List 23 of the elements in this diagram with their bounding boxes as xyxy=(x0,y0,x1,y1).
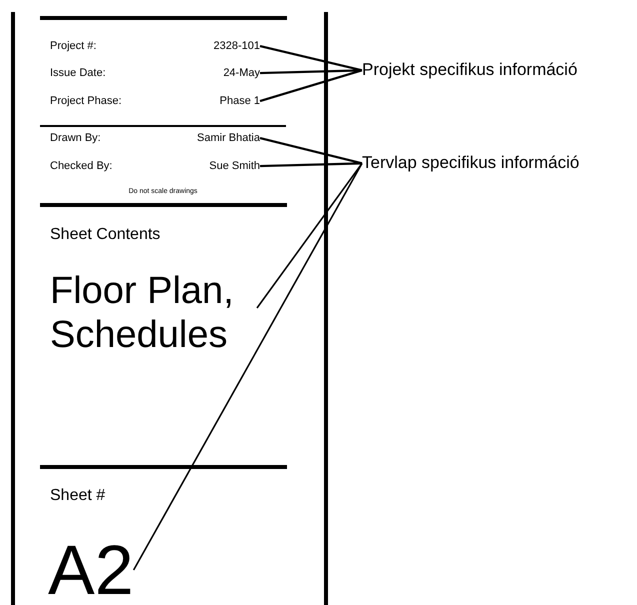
field-label: Drawn By: xyxy=(50,132,101,144)
section-heading: Sheet Contents xyxy=(50,226,160,244)
field-label: Project Phase: xyxy=(50,95,122,108)
section-heading: Sheet # xyxy=(50,487,106,505)
field-value: Phase 1 xyxy=(220,95,260,108)
callout-text: Tervlap specifikus információ xyxy=(362,154,580,173)
field-value: 2328-101 xyxy=(214,40,260,52)
field-value: Sue Smith xyxy=(209,160,260,172)
sheet-title: Floor Plan, Schedules xyxy=(50,270,265,358)
field-value: 24-May xyxy=(223,67,260,80)
field-label: Project #: xyxy=(50,40,96,52)
callout-text: Projekt specifikus információ xyxy=(362,61,578,80)
field-value: Samir Bhatia xyxy=(197,132,260,144)
field-label: Checked By: xyxy=(50,160,112,172)
leader-line xyxy=(260,162,362,168)
sheet-number: A2 xyxy=(48,535,134,605)
leader-line xyxy=(260,69,362,74)
leader-line xyxy=(260,44,362,72)
leader-line xyxy=(256,162,363,308)
leader-line xyxy=(132,162,363,570)
leader-line xyxy=(260,136,362,164)
field-label: Issue Date: xyxy=(50,67,106,80)
leader-line xyxy=(260,69,362,102)
